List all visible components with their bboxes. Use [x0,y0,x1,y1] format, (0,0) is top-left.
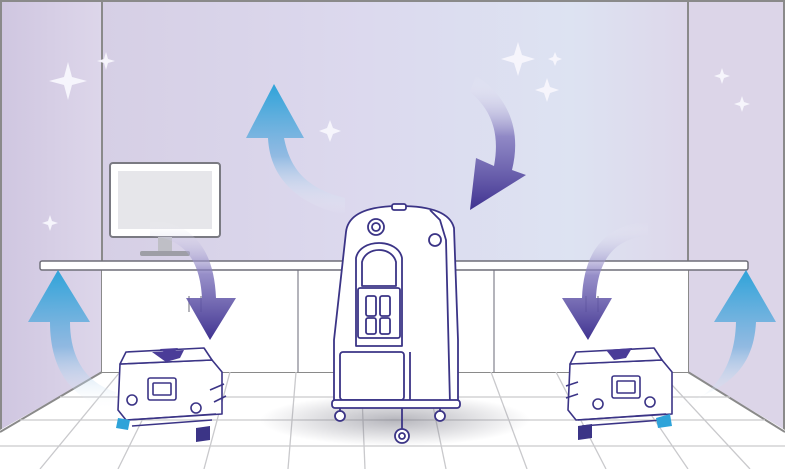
curved-arrow-icon [470,76,526,210]
airflow-arrows [28,76,776,410]
air-purifier-robot-icon [331,203,461,444]
curved-arrow-icon [150,220,236,340]
curved-arrow-icon [562,222,648,340]
curved-arrow-icon [246,84,345,215]
portable-air-unit-icon [116,347,227,442]
robot-shadow [260,394,530,446]
sparkle-icon [42,42,750,231]
portable-air-unit-icon [565,347,673,440]
monitor-icon [109,162,221,256]
curved-arrow-icon [672,270,776,410]
curved-arrow-icon [28,270,116,410]
